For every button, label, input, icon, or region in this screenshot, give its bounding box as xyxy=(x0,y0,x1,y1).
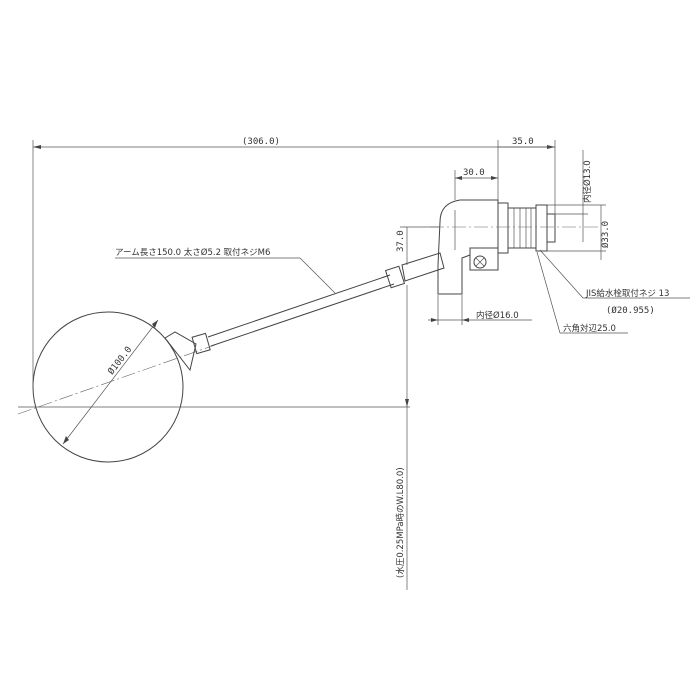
dim-30-label: 30.0 xyxy=(463,168,485,178)
jis-thread-diameter-label: (Ø20.955) xyxy=(606,305,655,316)
water-pressure-label: (水圧0.25MPa時のW.L80.0) xyxy=(395,467,406,578)
dim-overall-arrow-left xyxy=(33,145,41,149)
hex-width-label: 六角対辺25.0 xyxy=(563,323,616,334)
diameter-arrow-low xyxy=(63,436,69,444)
arm-nut-float xyxy=(191,332,211,355)
water-level-arrow xyxy=(405,399,409,407)
float-diameter-line xyxy=(62,319,159,445)
arm-lower-edge xyxy=(210,283,395,347)
arm-spec-label: アーム長さ150.0 太さØ5.2 取付ネジM6 xyxy=(115,247,270,258)
arm-spec-leader-diag xyxy=(299,257,336,294)
float-diameter-label: Ø100.0 xyxy=(106,344,135,376)
dim-37-label: 37.0 xyxy=(396,230,406,252)
dim-35-label: 35.0 xyxy=(512,137,534,147)
diameter-arrow-high xyxy=(152,320,158,328)
dim-16-arrow-left xyxy=(431,318,438,322)
dim-30-arrow-left xyxy=(455,176,462,180)
dim-overall-label: (306.0) xyxy=(242,137,280,147)
hex-nut xyxy=(535,204,548,252)
thread-end xyxy=(546,213,556,243)
dim-16-label: 内径Ø16.0 xyxy=(476,310,519,321)
float-centerline xyxy=(17,344,216,415)
dim-33-label: Ø33.0 xyxy=(600,221,611,248)
dim-13-label: 内径Ø13.0 xyxy=(582,160,593,203)
valve-screw-slot-2 xyxy=(475,257,485,267)
dim-16-arrow-right xyxy=(462,318,469,322)
hex-leader-diag xyxy=(536,251,561,334)
arm-sleeve xyxy=(401,252,445,282)
fitting-body xyxy=(507,207,537,249)
float-mount xyxy=(164,331,197,372)
float-ball xyxy=(32,311,184,463)
valve-collar xyxy=(469,247,499,271)
dim-30-arrow-right xyxy=(491,176,498,180)
arm-upper-edge xyxy=(207,274,391,338)
valve-screw xyxy=(473,255,487,269)
arm-nut-valve xyxy=(384,265,406,289)
fitting-flange xyxy=(497,202,509,254)
valve-elbow-body xyxy=(437,199,499,295)
jis-leader-diag xyxy=(539,249,584,299)
jis-thread-label: JIS給水栓取付ネジ 13 xyxy=(585,288,669,299)
